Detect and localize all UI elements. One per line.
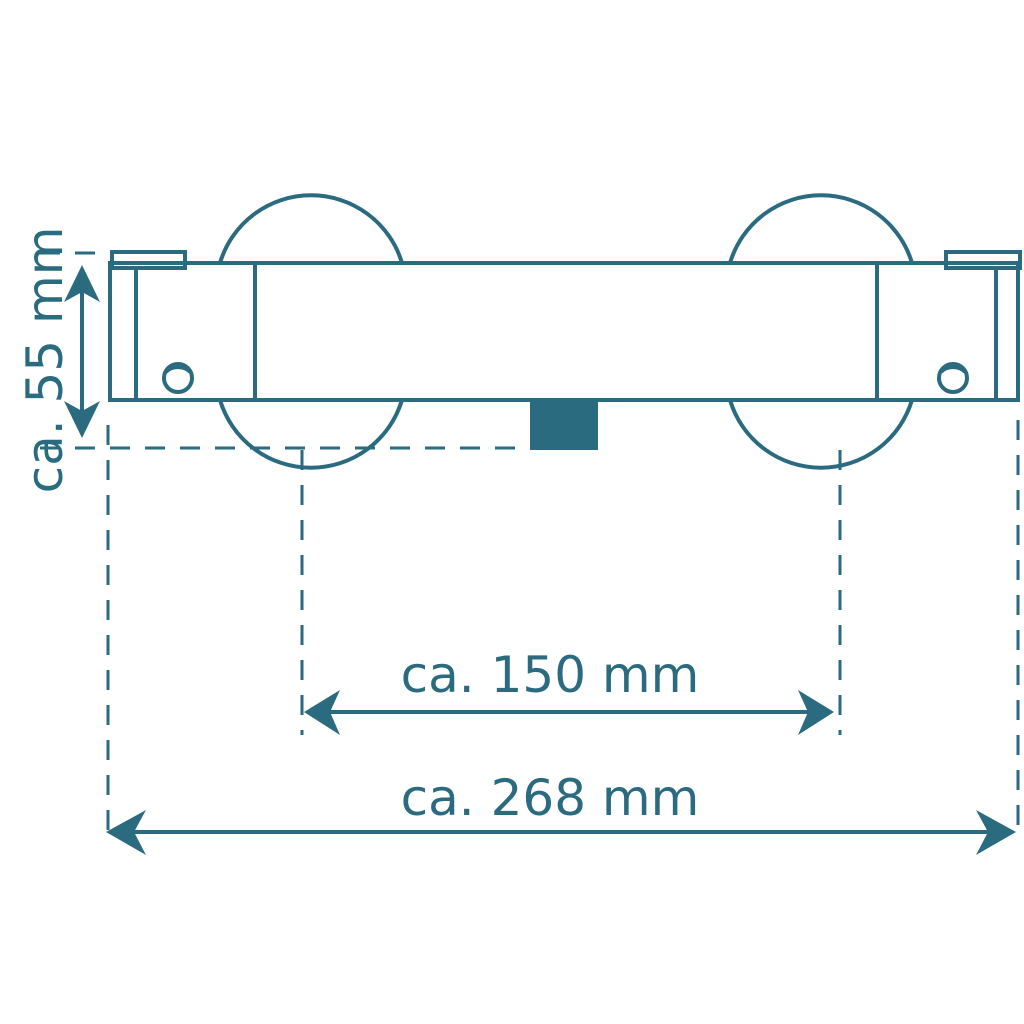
- center-arrow-left-icon: [304, 690, 340, 735]
- height-label: ca. 55 mm: [16, 227, 74, 494]
- center-arrow-right-icon: [798, 690, 834, 735]
- thermostat-body: [108, 261, 1020, 402]
- threaded-outlet: [530, 400, 598, 450]
- height-arrow-down-icon: [64, 401, 100, 438]
- left-handle-arc-bottom: [218, 399, 404, 470]
- left-bracket: [110, 250, 187, 270]
- right-handle-arc-top: [728, 193, 914, 264]
- center-distance-label: ca. 150 mm: [401, 646, 700, 704]
- height-arrow-up-icon: [64, 265, 100, 302]
- right-screw-slot: [939, 365, 967, 374]
- left-handle-arc-top: [218, 193, 404, 264]
- overall-arrow-right-icon: [976, 810, 1016, 855]
- right-bracket: [944, 250, 1022, 270]
- overall-width-label: ca. 268 mm: [401, 769, 700, 827]
- overall-arrow-left-icon: [106, 810, 146, 855]
- left-screw-icon: [162, 362, 194, 394]
- left-screw-slot: [164, 365, 192, 374]
- right-screw-icon: [937, 362, 969, 394]
- right-handle-arc-bottom: [728, 399, 914, 470]
